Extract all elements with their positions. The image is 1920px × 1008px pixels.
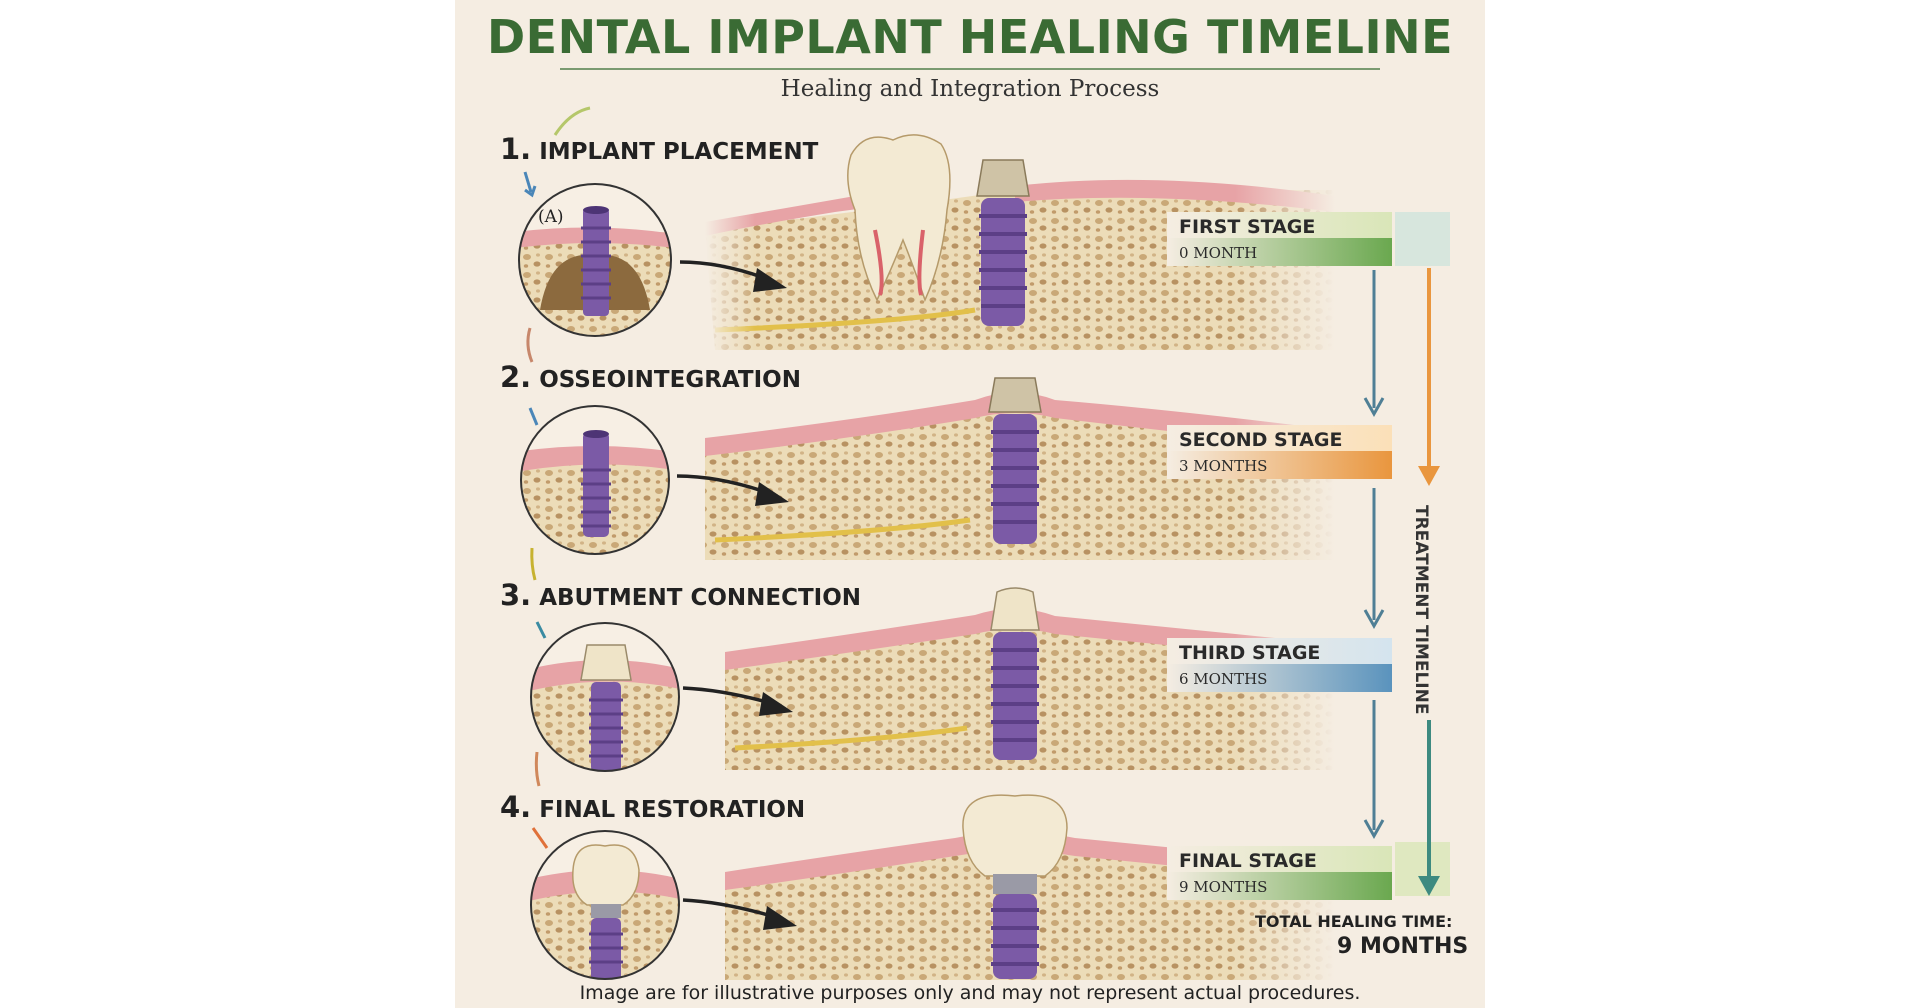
left-guide-arrows	[523, 106, 591, 849]
step4-pointer-arrow	[682, 898, 797, 930]
stage-final-bar-light	[1167, 846, 1392, 872]
step1-pointer-arrow	[679, 260, 787, 292]
step2-title: 2.OSSEOINTEGRATION	[500, 360, 801, 394]
stage-final: FINAL STAGE 9 MONTHS	[1167, 846, 1392, 900]
stage-third-bar-dark	[1167, 664, 1392, 692]
step3-pointer-arrow	[682, 686, 793, 716]
step4-title: 4.FINAL RESTORATION	[500, 790, 806, 824]
step3-inset-circle	[530, 622, 680, 772]
stage-connector-arrows	[1363, 270, 1385, 840]
stage-first-bar-light	[1167, 212, 1392, 238]
title-divider	[560, 68, 1380, 70]
step1-inset-circle	[518, 183, 672, 337]
stage-third: THIRD STAGE 6 MONTHS	[1167, 638, 1392, 692]
page-title: DENTAL IMPLANT HEALING TIMELINE	[486, 10, 1453, 64]
total-healing-label: TOTAL HEALING TIME:	[1255, 912, 1453, 931]
stage-first-bar-dark	[1167, 238, 1392, 266]
treatment-timeline-arrow	[1395, 212, 1450, 896]
step3-title: 3.ABUTMENT CONNECTION	[500, 578, 862, 612]
stage-second-bar-light	[1167, 425, 1392, 451]
page-subtitle: Healing and Integration Process	[780, 76, 1160, 102]
stage-second-bar-dark	[1167, 451, 1392, 479]
stage-third-bar-light	[1167, 638, 1392, 664]
step1-title: 1.IMPLANT PLACEMENT	[500, 132, 819, 166]
stage-final-bar-dark	[1167, 872, 1392, 900]
disclaimer-text: Image are for illustrative purposes only…	[579, 982, 1361, 1004]
stage-second: SECOND STAGE 3 MONTHS	[1167, 425, 1392, 479]
step4-inset-circle	[530, 830, 680, 980]
treatment-timeline-label: TREATMENT TIMELINE	[1411, 505, 1431, 715]
step2-inset-circle	[520, 405, 670, 555]
stage-first: FIRST STAGE 0 MONTH	[1167, 212, 1392, 266]
step2-pointer-arrow	[676, 474, 789, 506]
step1-inset-label: (A)	[538, 207, 564, 227]
total-healing-value: 9 MONTHS	[1337, 934, 1469, 959]
infographic-poster: DENTAL IMPLANT HEALING TIMELINE Healing …	[455, 0, 1485, 1008]
